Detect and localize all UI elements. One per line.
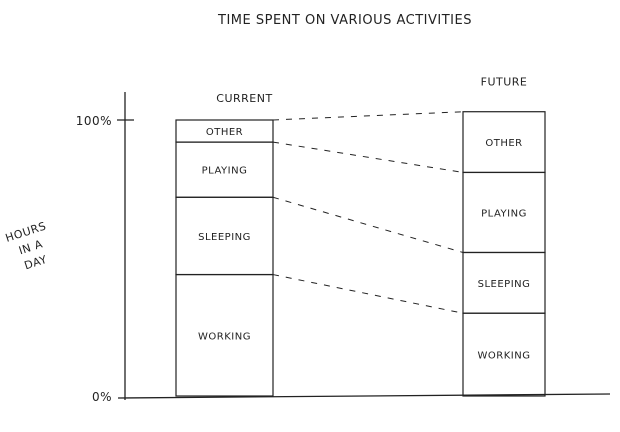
- connector-working: [272, 274, 464, 314]
- connector-playing: [272, 141, 464, 173]
- segment-label: Other: [206, 127, 243, 138]
- x-axis: [117, 393, 611, 399]
- connector-other: [272, 111, 464, 121]
- chart-title: Time spent on various activities: [217, 13, 472, 28]
- segment-label: Sleeping: [478, 279, 531, 290]
- y-axis-label: Hoursin aday: [4, 219, 49, 273]
- y-tick-label: 0%: [92, 390, 112, 404]
- connector-sleeping: [272, 196, 464, 253]
- segment-label: Other: [485, 138, 522, 149]
- bar-segment-other-future: [462, 111, 546, 174]
- segment-label: Working: [478, 351, 531, 362]
- category-label: Future: [481, 76, 528, 89]
- segment-label: Playing: [481, 208, 527, 219]
- segment-label: Playing: [202, 166, 248, 177]
- y-axis-label-line: day: [23, 253, 49, 273]
- segment-label: Working: [198, 331, 251, 342]
- category-label: Current: [216, 92, 272, 105]
- segment-label: Sleeping: [198, 232, 251, 243]
- y-tick-label: 100%: [76, 114, 112, 128]
- bar-segment-other-current: [175, 119, 274, 143]
